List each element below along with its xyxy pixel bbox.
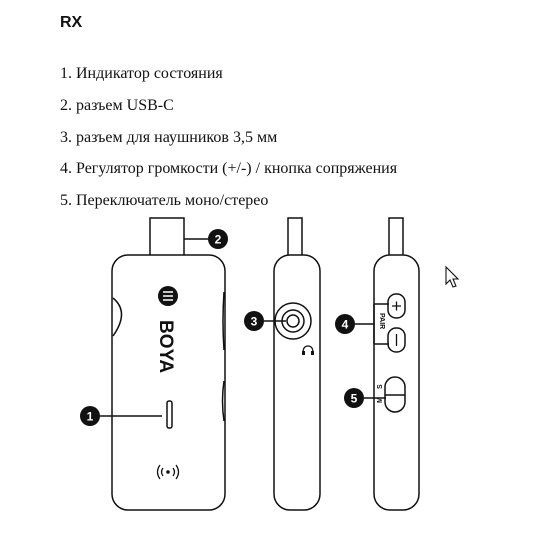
switch-s-label: S [377,384,384,389]
boya-logo-icon [158,286,178,306]
switch-m-label: M [377,397,384,403]
status-indicator-led [166,400,173,429]
mouse-cursor-icon [445,265,460,288]
list-item-usb-c: 2. разъем USB-C [60,97,174,114]
receiver-side-view-right [373,217,420,511]
pair-label: PAIR [378,313,385,329]
svg-text:3: 3 [251,315,258,329]
headphone-icon [302,345,314,355]
callout-badge-2: 2 [208,229,228,249]
receiver-side-view-left [273,217,321,511]
list-item-mono-stereo: 5. Переключатель моно/стерео [60,192,269,209]
list-item-volume-pair: 4. Регулятор громкости (+/-) / кнопка со… [60,160,398,177]
list-item-status-indicator: 1. Индикатор состояния [60,65,223,82]
callout-badge-5: 5 [344,388,364,408]
svg-text:4: 4 [342,318,349,332]
wireless-signal-icon [156,464,180,480]
callout-line-4 [355,303,389,345]
svg-text:5: 5 [351,392,358,406]
svg-text:1: 1 [87,410,94,424]
svg-text:2: 2 [215,233,222,247]
callout-badge-1: 1 [80,406,100,426]
receiver-front-view [111,217,226,511]
list-item-headphone-jack: 3. разъем для наушников 3,5 мм [60,129,278,146]
callout-badge-3: 3 [244,311,264,331]
page-title: RX [60,14,83,31]
callout-badge-4: 4 [335,314,355,334]
plus-icon [392,301,401,311]
brand-logo-text: BOYA [155,320,176,373]
